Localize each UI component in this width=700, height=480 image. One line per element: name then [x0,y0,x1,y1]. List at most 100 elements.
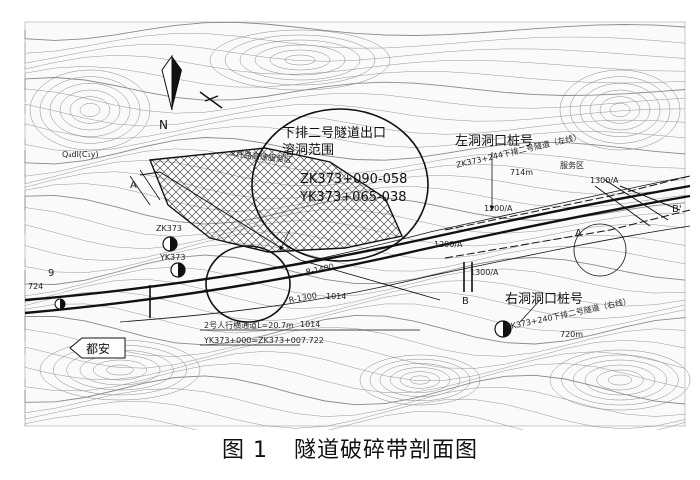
g1200a-label: 1200/A [484,204,513,213]
contour-line [239,39,361,81]
station-marker-left-edge [54,298,66,310]
zk373-label: ZK373 [156,224,182,233]
contour-line [59,89,121,131]
contour-line [609,103,631,117]
contour-line [269,49,331,71]
north-arrow-icon [161,54,223,111]
contour-line [24,374,686,406]
contour-line [24,77,686,101]
leader-lines [200,152,541,346]
yk373-label: YK373 [160,253,186,262]
g1300b-label: 1300/A [470,268,499,277]
contour-line [29,69,151,151]
g1300a-label: 1300/A [590,176,619,185]
karst-range-oval [251,108,429,262]
contour-line [24,115,686,140]
contour-line [549,349,691,411]
right-length-label: 720m [560,330,584,339]
town-label: 都安 [86,342,111,356]
contour-line [399,371,441,389]
contour-line [24,54,686,75]
contour-line [24,266,686,297]
contour-line [596,369,644,391]
tunnel-plan-map [24,21,691,430]
contour-line [409,375,431,385]
contour-line [24,254,686,285]
north-label: N [159,118,168,132]
contour-line [24,43,686,64]
contour-line [369,358,471,402]
left-number-label: 724 [28,282,44,291]
contour-line [24,126,686,152]
figure-caption: 图 1 隧道破碎带剖面图 [0,432,700,464]
contour-line [379,363,461,397]
right-portal-label: 右洞洞口桩号 [505,292,584,307]
karst-zone-hatch [149,147,403,253]
contour-line [39,76,141,144]
figure-title: 隧道破碎带剖面图 [293,438,478,463]
right-portal-ticks [594,179,681,227]
station-marker-zk373 [162,236,178,252]
contour-line [93,359,147,381]
contour-line [69,96,111,124]
contour-line [24,21,686,41]
contour-line [24,33,686,54]
g1200b-label: 1200/A [434,240,463,249]
r1014b-label: 1014 [300,320,321,329]
contour-line [569,76,671,144]
figure-number: 图 1 [221,438,268,463]
contour-line [561,354,679,406]
contour-line [584,364,656,396]
contour-line [24,411,686,430]
contour-line [24,303,686,334]
contour-line [24,243,686,273]
contour-line [224,34,376,86]
number-9-label: 9 [48,268,55,279]
contour-line [359,354,481,406]
contour-line [573,359,667,401]
contour-line [24,363,686,393]
contour-line [24,314,686,346]
town-arrow [69,337,126,359]
geology-label: Q₄dl(C₁y) [62,150,99,159]
contour-line [284,54,316,66]
contour-line [24,103,686,127]
r1014a-label: 1014 [326,292,347,301]
contour-line [49,83,131,137]
contour-line [254,44,346,76]
contour-line [589,89,651,131]
section-line-a [139,171,441,301]
cross-passage-label: 2号人行横通道L=20.7m [204,321,294,330]
left-portal-label: 左洞洞口桩号 [455,134,534,149]
contour-line [24,387,686,417]
station-marker-yk373 [170,262,186,278]
left-length-label: 714m [510,168,534,177]
contour-line [24,338,686,369]
karst-range-label-2: 溶洞范围 [282,143,335,158]
service-area-ticks [129,169,161,206]
contour-line [599,96,641,124]
contour-line [389,367,451,393]
point-a-left: A [130,180,137,191]
point-b-mid: B [462,296,469,307]
contour-line [559,69,681,151]
point-b-right: B' [672,204,682,215]
contour-line [608,374,632,386]
contour-line [106,364,134,376]
contour-line [24,399,686,430]
contour-line [24,137,686,165]
zk-station-label: ZK373+090-058 [300,172,408,187]
station-marker-right [494,320,512,338]
contour-line [579,83,661,137]
plaza-right-label: 服务区 [560,161,584,170]
contour-line [209,29,391,91]
contour-line [24,66,686,88]
cross-station-label: YK373+000=ZK373+007.722 [204,336,324,345]
contour-line [79,103,101,117]
contour-line [24,278,686,309]
portal-circle [205,245,291,323]
karst-range-label-1: 下排二号隧道出口 [282,126,387,141]
yk-station-label: YK373+065-038 [300,190,407,205]
right-portal-ring [573,223,627,277]
